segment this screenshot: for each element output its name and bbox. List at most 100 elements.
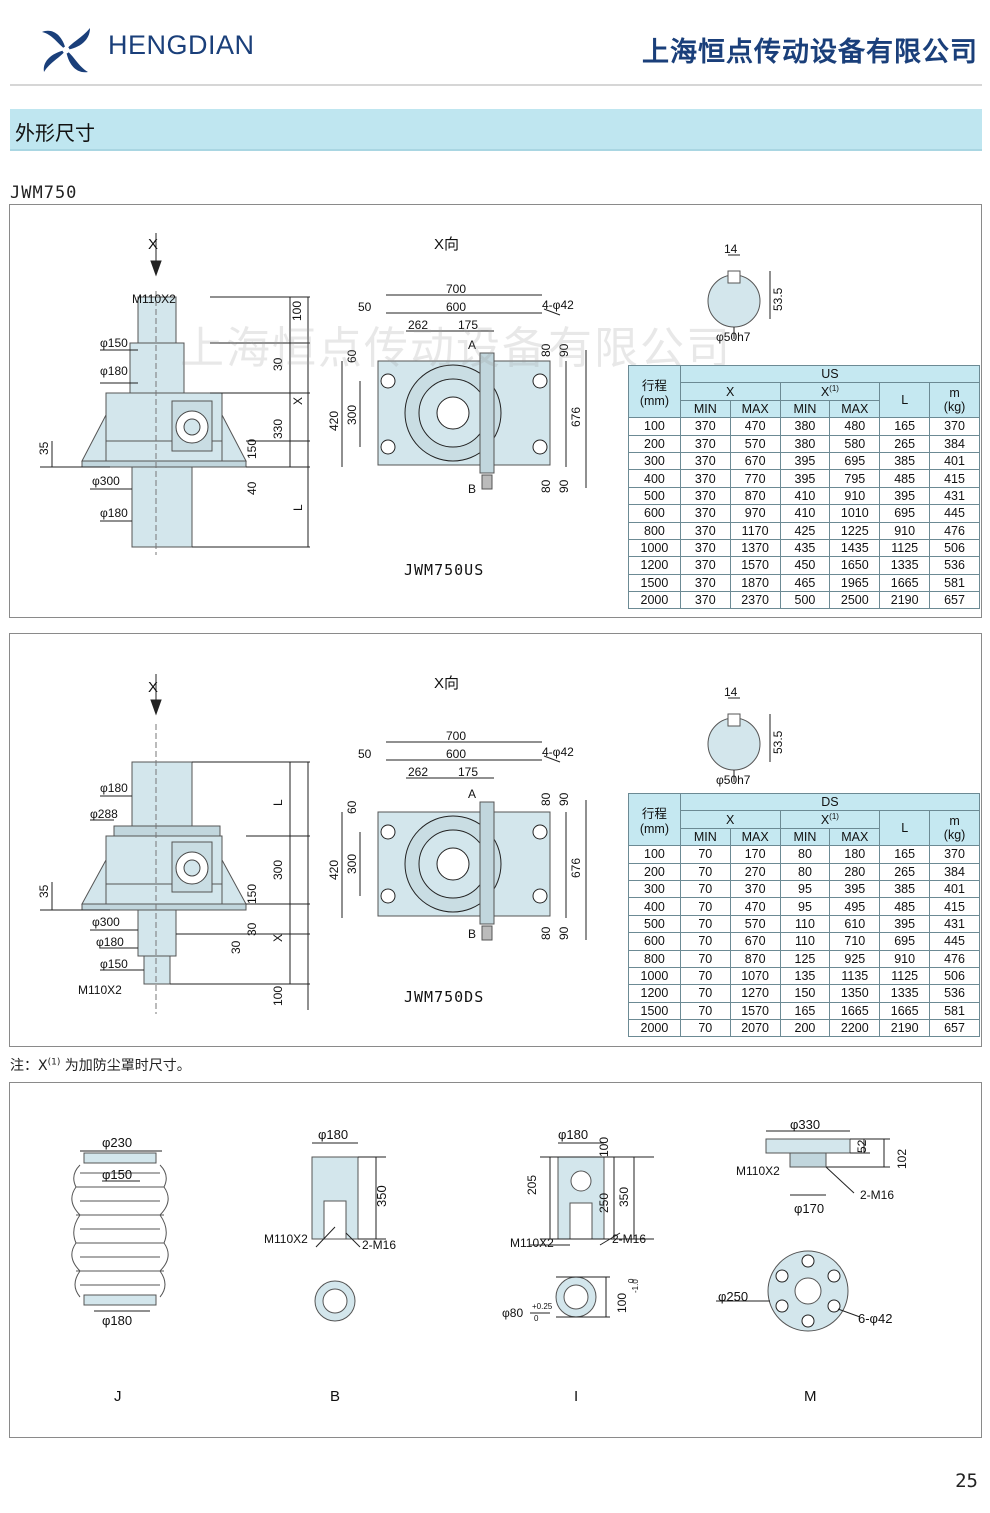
table-cell: 370: [729, 879, 781, 899]
panel-accessories: φ230 φ150 φ180 φ180 350 M110X2 2-M16 φ18…: [9, 1082, 982, 1438]
table-cell: 1370: [729, 538, 781, 558]
flange-m-drawing: [716, 1130, 890, 1332]
label-m: M: [804, 1388, 817, 1405]
dim-label: A: [468, 338, 476, 352]
dim-label: φ288: [90, 807, 118, 821]
dim-label: A: [468, 787, 476, 801]
table-cell: 1965: [829, 573, 881, 593]
table-cell: 70: [679, 949, 731, 968]
table-cell: 670: [729, 932, 781, 951]
header-min: MIN: [679, 399, 731, 419]
table-cell: 370: [679, 591, 731, 610]
dim-label: φ150: [102, 1167, 132, 1182]
dim-label: 600: [446, 300, 466, 314]
dim-label: 80: [539, 792, 553, 806]
table-cell: 370: [679, 451, 731, 471]
table-cell: 1665: [879, 1001, 931, 1021]
table-cell: 657: [929, 591, 980, 610]
section-title: 外形尺寸: [15, 121, 95, 145]
dim-label: 50: [358, 747, 372, 761]
dim-label: 40: [245, 481, 259, 495]
end-b-drawing: [311, 1142, 386, 1322]
dim-label: M110X2: [510, 1236, 554, 1250]
table-cell: 95: [779, 879, 831, 899]
table-cell: 2190: [879, 591, 931, 610]
table-cell: 695: [829, 451, 881, 471]
header-m: m(kg): [929, 382, 980, 419]
table-cell: 800: [628, 521, 681, 540]
table-cell: 570: [729, 914, 781, 934]
table-cell: 270: [729, 862, 781, 881]
table-cell: 165: [879, 845, 931, 864]
drawing-caption: JWM750US: [404, 561, 484, 579]
dim-label: 102: [895, 1149, 909, 1169]
dim-label: 300: [345, 405, 359, 425]
table-cell: 100: [628, 845, 681, 864]
table-cell: 370: [679, 434, 731, 453]
dim-label: L: [291, 504, 305, 511]
dim-label: 676: [569, 407, 583, 427]
dim-label: M110X2: [736, 1164, 780, 1178]
dim-label: 80: [539, 343, 553, 357]
table-cell: 925: [829, 949, 881, 968]
dim-label: φ180: [100, 364, 128, 378]
table-cell: 485: [879, 469, 931, 488]
table-cell: 400: [628, 897, 681, 916]
dim-label: φ330: [790, 1117, 820, 1132]
dim-label: B: [468, 482, 476, 496]
table-cell: 445: [929, 504, 980, 523]
table-cell: 500: [628, 486, 681, 506]
table-cell: 370: [929, 417, 980, 436]
table-cell: 450: [779, 556, 831, 575]
dim-label: -1.0: [631, 1279, 640, 1293]
drawing-ds: X φ180 φ288 φ300 φ180 φ150 M110X2 L 300 …: [37, 674, 587, 1014]
dim-label: 35: [37, 441, 51, 455]
dim-label: φ80: [502, 1306, 523, 1320]
table-cell: 1870: [729, 573, 781, 593]
view-label: X向: [434, 236, 459, 253]
label-j: J: [114, 1388, 122, 1405]
table-cell: 70: [679, 862, 731, 881]
company-logo: [38, 24, 94, 76]
header-max: MAX: [829, 399, 881, 419]
dim-label: 300: [345, 854, 359, 874]
table-cell: 1335: [879, 556, 931, 575]
spec-table-us: 行程(mm) US X X(1) L m(kg) MIN MAX MIN MAX…: [628, 364, 981, 610]
table-cell: 370: [679, 504, 731, 523]
table-cell: 110: [779, 932, 831, 951]
dim-label: X: [271, 934, 285, 942]
table-cell: 70: [679, 932, 731, 951]
table-cell: 1200: [628, 556, 681, 575]
dim-label: 150: [245, 884, 259, 904]
table-cell: 300: [628, 451, 681, 471]
table-cell: 100: [628, 417, 681, 436]
dim-label: 90: [557, 343, 571, 357]
table-cell: 395: [829, 879, 881, 899]
dim-label: 60: [345, 349, 359, 363]
company-name: 上海恒点传动设备有限公司: [642, 37, 978, 68]
dim-label: 420: [327, 411, 341, 431]
table-cell: 125: [779, 949, 831, 968]
drawing-caption: JWM750DS: [404, 988, 484, 1006]
table-cell: 400: [628, 469, 681, 488]
table-cell: 70: [679, 966, 731, 986]
table-cell: 1435: [829, 538, 881, 558]
dim-label: 60: [345, 800, 359, 814]
table-cell: 395: [879, 914, 931, 934]
table-cell: 384: [929, 862, 980, 881]
table-cell: 265: [879, 862, 931, 881]
table-cell: 1170: [729, 521, 781, 540]
table-cell: 870: [729, 949, 781, 968]
label-b: B: [330, 1388, 340, 1405]
dim-label: M110X2: [264, 1232, 308, 1246]
table-cell: 485: [879, 897, 931, 916]
